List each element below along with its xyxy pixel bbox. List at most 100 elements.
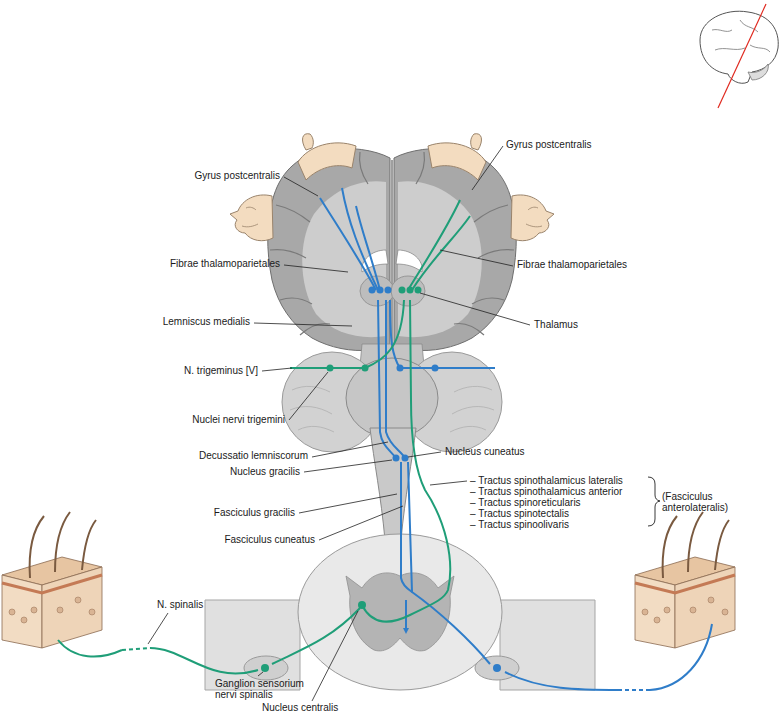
cerebellar-folia (452, 407, 494, 414)
face-detail (528, 207, 538, 210)
skin-gland (21, 617, 27, 623)
anterolateral-pathway (150, 648, 258, 674)
bracket (648, 477, 660, 526)
sulcus (280, 298, 312, 304)
dorsal-column-pathway (378, 300, 396, 458)
skin-gland (664, 607, 670, 613)
anatomy-label: N. spinalis (157, 599, 203, 610)
blue-neuron (369, 287, 376, 294)
dorsal-column-pathway (405, 600, 407, 628)
blue-neuron (385, 287, 392, 294)
bracket (648, 477, 660, 526)
leader-line (472, 146, 503, 190)
cerebellar-folia (292, 386, 330, 392)
skin-gland (690, 607, 696, 613)
sensory-homunculus (471, 134, 482, 150)
orientation-icon (700, 4, 778, 108)
sulcus (270, 152, 514, 348)
skin-gland (9, 609, 15, 615)
thalamus-shape (391, 276, 425, 306)
anatomy-label: Fibrae thalamoparietales (517, 259, 627, 270)
anatomy-label: Nucleus gracilis (230, 466, 300, 477)
dorsal-column-pathway (356, 206, 380, 290)
sensory-homunculus (230, 195, 273, 241)
anterolateral-pathway (362, 300, 450, 622)
skin-gland (31, 607, 37, 613)
cerebellar-folia (454, 386, 492, 392)
blue-neuron (377, 287, 384, 294)
anatomy-label: Gyrus postcentralis (194, 170, 280, 181)
face-detail (246, 207, 256, 210)
orientation-icon (700, 11, 778, 83)
anatomy-label: Fasciculus gracilis (214, 507, 295, 518)
spinal-root-band (205, 600, 300, 690)
anatomy-label: – Tractus spinothalamicus lateralis (470, 475, 623, 486)
orientation-icon (718, 4, 766, 108)
pons (346, 358, 438, 438)
orientation-icon (748, 64, 768, 80)
anterolateral-pathway (122, 648, 150, 650)
skin-block (2, 557, 735, 648)
leader-line (289, 372, 328, 420)
anterolateral-pathway (412, 216, 470, 290)
blue-neuron (403, 628, 409, 634)
skin-gland (642, 609, 648, 615)
green-neuron (407, 287, 414, 294)
anterolateral-pathway (365, 300, 404, 368)
anatomy-label: Lemniscus medialis (163, 316, 250, 327)
dorsal-column-pathway (620, 689, 650, 691)
face-detail (242, 207, 542, 227)
sensory-homunculus (303, 134, 314, 150)
blue-neuron (493, 664, 501, 672)
skin-gland (722, 609, 728, 615)
leader-line (299, 494, 397, 513)
blue-neuron (402, 455, 409, 462)
face-detail (526, 224, 542, 227)
sulcus (454, 323, 484, 335)
anatomy-label: Nucleus centralis (262, 702, 338, 713)
skin-gland (654, 617, 660, 623)
leader-line (254, 323, 352, 326)
anatomy-label: Nuclei nervi trigemini (192, 414, 285, 425)
green-neuron (399, 287, 406, 294)
leader-line (408, 452, 441, 457)
leader-line (284, 265, 348, 272)
leader-line (430, 481, 467, 485)
skin-gland (708, 597, 714, 603)
leader-line (319, 506, 403, 540)
ventricle (396, 250, 422, 272)
hair (688, 512, 703, 572)
green-neuron (261, 287, 422, 673)
anatomy-label: Thalamus (534, 319, 578, 330)
leader-line (148, 613, 168, 644)
dorsal-column-pathway (401, 462, 412, 592)
sulcus (474, 205, 508, 222)
skin-block (2, 575, 102, 593)
green-neuron (327, 365, 334, 372)
green-neuron (415, 287, 422, 294)
dorsal-column-pathway (320, 188, 712, 690)
leader-line (284, 177, 318, 196)
anatomy-label: – Tractus spinoolivaris (470, 519, 569, 530)
anatomy-label: Decussatio lemniscorum (199, 450, 308, 461)
dorsal-column-pathway (505, 672, 620, 690)
face-detail (242, 224, 258, 227)
cerebral-hemisphere (394, 148, 516, 350)
sulcus (416, 152, 425, 184)
anatomy-label: (Fasciculus anterolateralis) (662, 491, 757, 513)
blue-neuron (432, 365, 439, 372)
cerebellar-folia (298, 426, 334, 432)
leader-line (312, 611, 358, 701)
sulcus (472, 298, 504, 304)
hair (30, 512, 729, 578)
sulcus (276, 205, 310, 222)
green-neuron (261, 664, 269, 672)
sulcus (270, 249, 306, 258)
leader-line (148, 146, 530, 701)
orientation-icon (712, 20, 770, 52)
anatomy-label: Ganglion sensorium nervi spinalis (215, 678, 325, 700)
dorsal-column-pathway (342, 188, 378, 290)
skin-gland (57, 607, 63, 613)
